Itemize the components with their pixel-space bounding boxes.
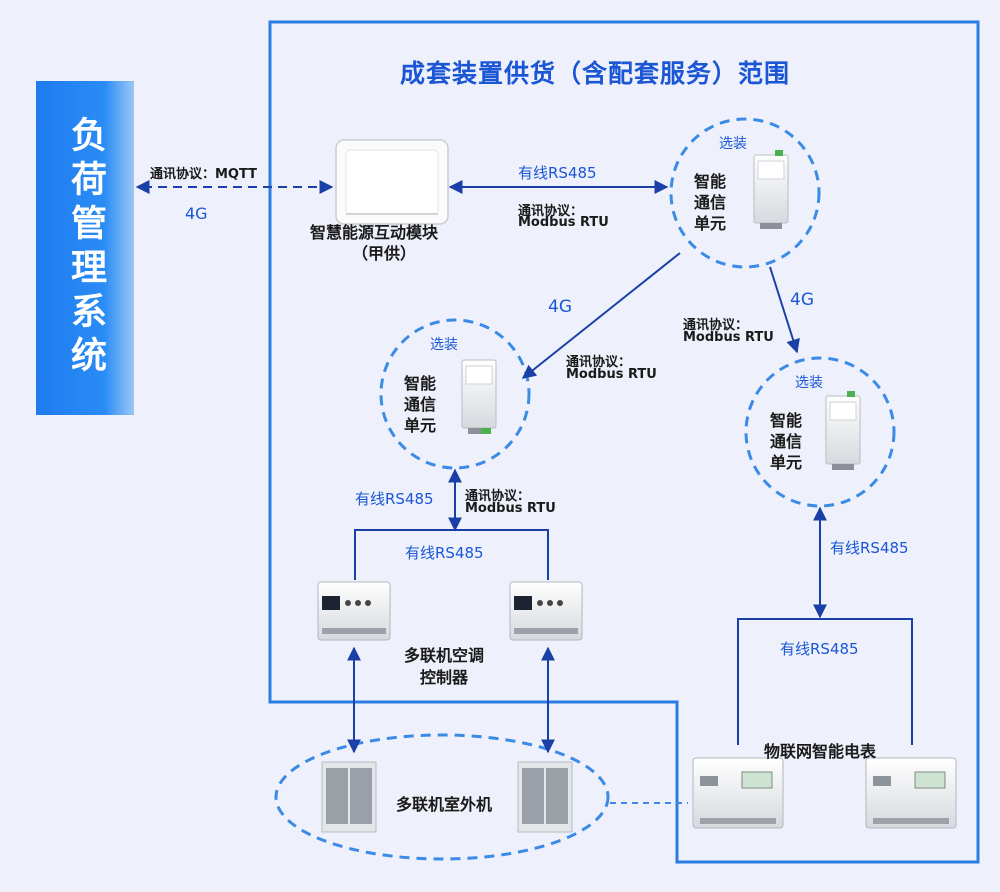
mqtt-protocol-label: 通讯协议：MQTT [150, 167, 258, 182]
outdoor-unit-right-device [517, 761, 573, 833]
energy-module-device [335, 139, 449, 225]
scope-boundary [268, 20, 980, 864]
module-unit-protocol-l1: 通讯协议： [518, 204, 584, 219]
left-4g-label: 4G [548, 297, 572, 317]
load-management-sidebar: 负荷管理系统 [36, 81, 134, 415]
left-unit-protocol-l2: Modbus RTU [465, 501, 556, 516]
vrf-controllers-label-l1: 多联机空调 [404, 646, 485, 665]
unit-right-l2: 通信 [770, 432, 803, 451]
top-left-unit-link [521, 252, 681, 379]
comm-unit-right-circle [744, 356, 896, 508]
right-protocol-l2: Modbus RTU [683, 330, 774, 345]
unit-right-l3: 单元 [770, 453, 803, 472]
left-unit-rs485-label: 有线RS485 [355, 490, 434, 508]
mqtt-network-label: 4G [185, 204, 208, 223]
comm-unit-left-device [461, 359, 497, 434]
comm-unit-top-device [753, 150, 789, 229]
module-unit-link-label: 有线RS485 [518, 164, 597, 182]
vrf-controllers-label-l2: 控制器 [420, 668, 469, 687]
comm-unit-top-circle [669, 117, 821, 269]
energy-module-supply-label: （甲供） [352, 244, 417, 263]
outdoor-units-label: 多联机室外机 [396, 795, 493, 814]
vrf-controller-right-device [509, 581, 583, 641]
controllers-rs485-label: 有线RS485 [405, 544, 484, 562]
meters-bus [737, 618, 913, 745]
vrf-controller-left-device [317, 581, 391, 641]
controllers-bus [354, 529, 549, 580]
left-protocol-l1: 通讯协议： [566, 355, 632, 370]
right-4g-label: 4G [790, 290, 814, 310]
smart-meter-right-device [865, 757, 957, 829]
right-unit-rs485-label: 有线RS485 [830, 539, 909, 557]
sidebar-label: 负荷管理系统 [65, 116, 106, 380]
unit-left-optional-label: 选装 [430, 337, 458, 353]
outdoor-units-ellipse [274, 733, 610, 861]
scope-title: 成套装置供货（含配套服务）范围 [400, 59, 791, 88]
unit-top-optional-label: 选装 [719, 136, 747, 152]
unit-left-l3: 单元 [404, 416, 437, 435]
unit-top-l1: 智能 [694, 172, 727, 191]
outdoor-unit-left-device [321, 761, 377, 833]
module-unit-protocol-l2: Modbus RTU [518, 215, 609, 230]
unit-right-l1: 智能 [770, 411, 803, 430]
smart-meter-left-device [692, 757, 784, 829]
left-unit-protocol-l1: 通讯协议： [465, 489, 531, 504]
unit-top-l2: 通信 [694, 193, 727, 212]
smart-meters-label: 物联网智能电表 [764, 742, 877, 761]
meters-rs485-label: 有线RS485 [780, 640, 859, 658]
unit-left-l1: 智能 [404, 374, 437, 393]
right-protocol-l1: 通讯协议： [683, 318, 749, 333]
unit-top-l3: 单元 [694, 214, 727, 233]
unit-right-optional-label: 选装 [795, 375, 823, 391]
energy-module-label: 智慧能源互动模块 [310, 223, 439, 242]
comm-unit-right-device [825, 391, 861, 470]
comm-unit-left-circle [379, 318, 531, 470]
top-right-unit-link [769, 266, 800, 354]
unit-left-l2: 通信 [404, 395, 437, 414]
left-protocol-l2: Modbus RTU [566, 367, 657, 382]
